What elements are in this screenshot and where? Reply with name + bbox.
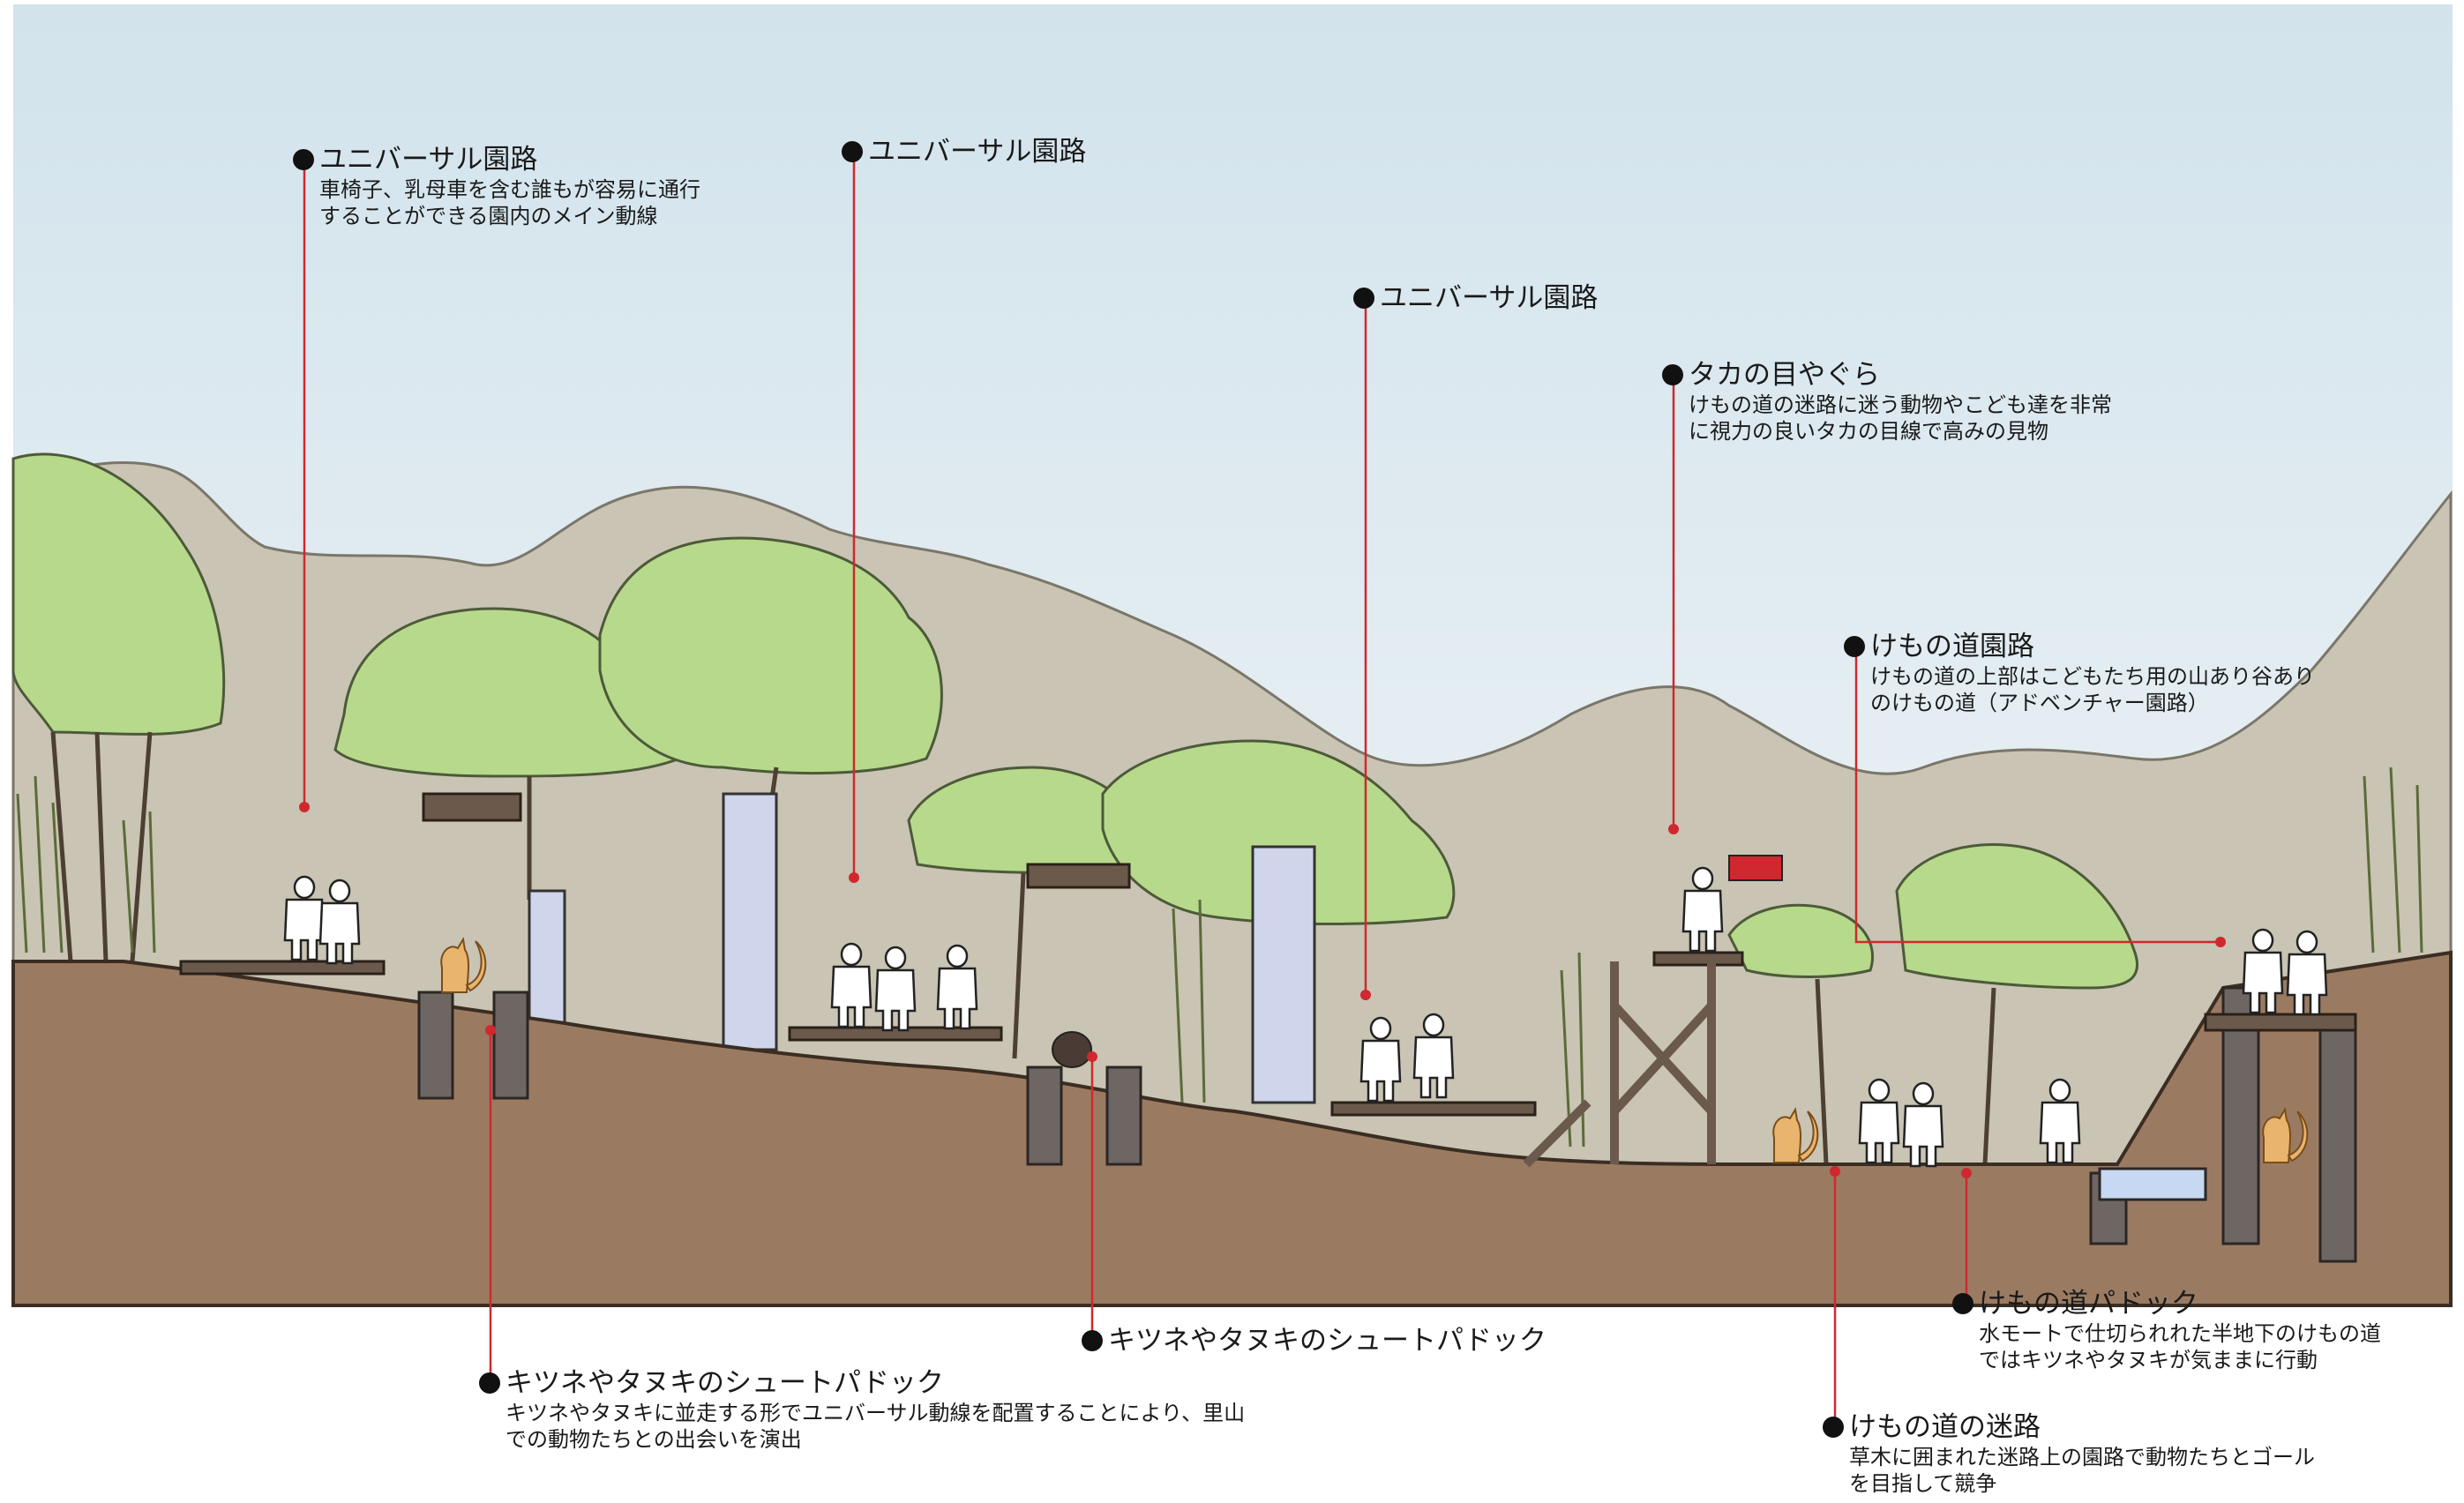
- bullet-dot-icon: [842, 141, 863, 162]
- callout-title: キツネやタヌキのシュートパドック: [1108, 1325, 1547, 1357]
- callout-text-line: ではキツネやタヌキが気ままに行動: [1979, 1348, 2318, 1372]
- bullet-dot-icon: [1353, 288, 1374, 309]
- callout-hawk-eye-tower: タカの目やぐら けもの道の迷路に迷う動物やこども達を非常 に視力の良いタカの目線…: [1662, 358, 2112, 445]
- callout-text-line: けもの道の上部はこどもたち用の山あり谷あり: [1870, 664, 2315, 689]
- callout-animal-trail-paddock: けもの道パドック 水モートで仕切られれた半地下のけもの道 ではキツネやタヌキが気…: [1952, 1287, 2381, 1373]
- callout-text-line: を目指して競争: [1849, 1471, 1997, 1496]
- ground: [11, 950, 2453, 1307]
- callout-text-line: けもの道の迷路に迷う動物やこども達を非常: [1689, 393, 2112, 417]
- callout-text-line: に視力の良いタカの目線で高みの見物: [1689, 419, 2048, 444]
- anchor-dots: [299, 802, 2226, 1178]
- callout-title: けもの道の迷路: [1849, 1411, 2041, 1443]
- hawk-tower: [1523, 961, 1716, 1168]
- pillars: [528, 792, 1316, 1104]
- tanuki: [1052, 1031, 1092, 1068]
- bullet-dot-icon: [1823, 1417, 1844, 1438]
- callout-text-line: での動物たちとの出会いを演出: [506, 1427, 802, 1452]
- decks: [179, 792, 2357, 1117]
- callout-text-line: のけもの道（アドベンチャー園路）: [1870, 691, 2209, 715]
- callout-title: タカの目やぐら: [1689, 359, 1880, 391]
- callout-universal-path-3: ユニバーサル園路: [1353, 281, 1598, 315]
- callout-animal-trail-maze: けもの道の迷路 草木に囲まれた迷路上の園路で動物たちとゴール を目指して競争: [1823, 1410, 2315, 1497]
- callout-animal-trail-path: けもの道園路 けもの道の上部はこどもたち用の山あり谷あり のけもの道（アドベンチ…: [1844, 630, 2315, 716]
- callout-title: ユニバーサル園路: [319, 144, 538, 176]
- callout-universal-path-1: ユニバーサル園路 車椅子、乳母車を含む誰もが容易に通行 することができる園内のメ…: [293, 143, 700, 229]
- callout-title: ユニバーサル園路: [868, 136, 1087, 168]
- callout-universal-path-2: ユニバーサル園路: [842, 135, 1086, 168]
- bullet-dot-icon: [1844, 636, 1865, 657]
- callout-text-line: 水モートで仕切られれた半地下のけもの道: [1979, 1321, 2381, 1346]
- callout-chute-paddock-1: キツネやタヌキのシュートパドック キツネやタヌキに並走する形でユニバーサル動線を…: [479, 1366, 1245, 1453]
- water-moat: [2098, 1167, 2207, 1201]
- leader-lines: [303, 152, 2221, 1427]
- bullet-dot-icon: [479, 1372, 500, 1394]
- binoculars: [1728, 855, 1783, 881]
- callout-text-line: 車椅子、乳母車を含む誰もが容易に通行: [319, 177, 700, 202]
- callout-text-line: キツネやタヌキに並走する形でユニバーサル動線を配置することにより、里山: [506, 1401, 1246, 1425]
- callout-title: けもの道園路: [1870, 631, 2034, 662]
- bullet-dot-icon: [1662, 364, 1683, 385]
- callout-title: ユニバーサル園路: [1380, 282, 1599, 314]
- bullet-dot-icon: [293, 149, 314, 170]
- bullet-dot-icon: [1082, 1330, 1103, 1351]
- callout-text-line: 草木に囲まれた迷路上の園路で動物たちとゴール: [1849, 1445, 2315, 1469]
- callout-title: けもの道パドック: [1979, 1288, 2198, 1320]
- callout-text-line: することができる園内のメイン動線: [319, 204, 658, 228]
- callout-title: キツネやタヌキのシュートパドック: [506, 1367, 944, 1399]
- callout-chute-paddock-2: キツネやタヌキのシュートパドック: [1082, 1324, 1547, 1357]
- bullet-dot-icon: [1952, 1293, 1973, 1314]
